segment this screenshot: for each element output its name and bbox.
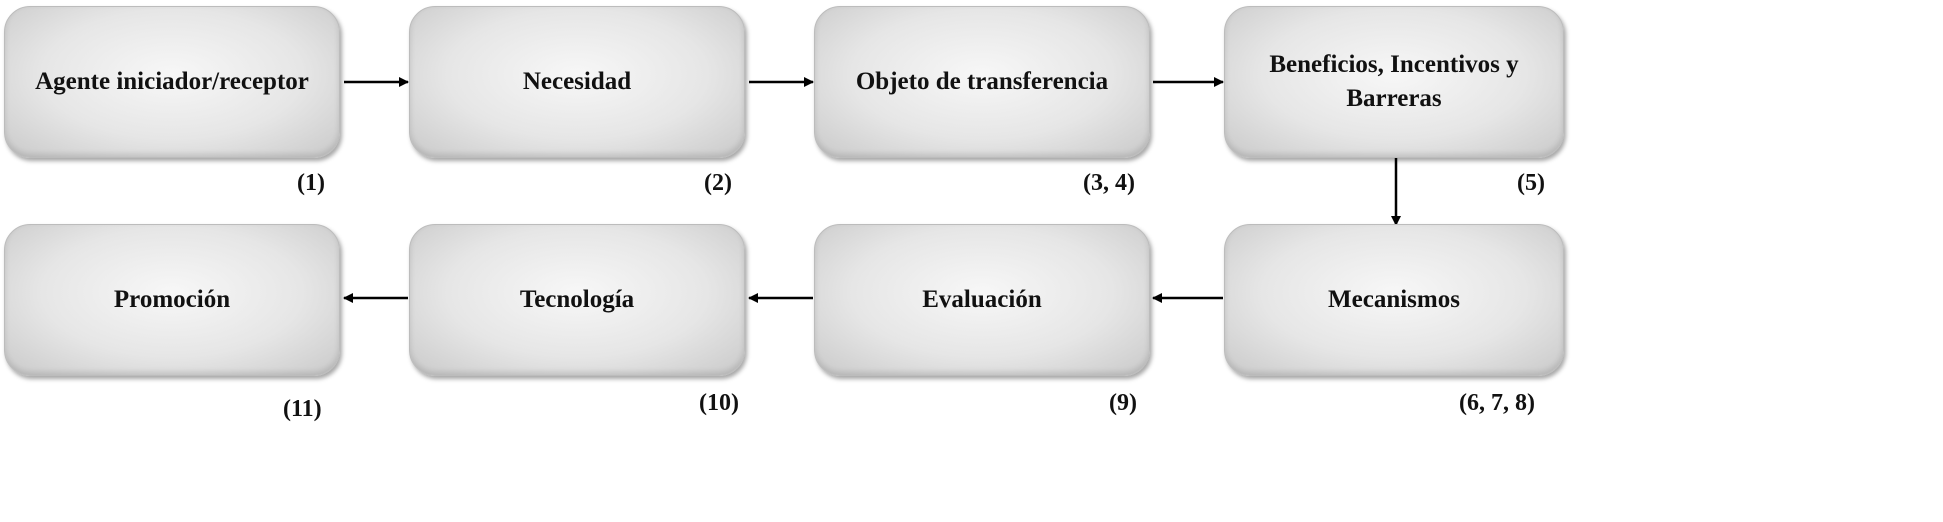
step-box-objeto: Objeto de transferencia (814, 6, 1150, 158)
step-ref: (2) (704, 170, 732, 196)
step-ref: (5) (1517, 170, 1545, 196)
step-box-evaluacion: Evaluación (814, 224, 1150, 376)
step-ref: (3, 4) (1083, 170, 1135, 196)
step-ref: (10) (699, 390, 739, 416)
step-label: Agente iniciador/receptor (35, 68, 309, 96)
step-ref: (6, 7, 8) (1459, 390, 1535, 416)
step-ref: (9) (1109, 390, 1137, 416)
step-box-beneficios: Beneficios, Incentivos y Barreras (1224, 6, 1564, 158)
step-label: Mecanismos (1328, 286, 1460, 314)
step-label: Promoción (113, 286, 231, 314)
step-box-tecnologia: Tecnología (409, 224, 745, 376)
step-label: Necesidad (522, 68, 632, 96)
step-label: Tecnología (519, 286, 635, 314)
step-label: Objeto de transferencia (855, 68, 1109, 96)
step-label: Evaluación (922, 286, 1042, 314)
step-box-necesidad: Necesidad (409, 6, 745, 158)
step-box-promocion: Promoción (4, 224, 340, 376)
step-ref: (11) (283, 396, 322, 422)
step-box-mecanismos: Mecanismos (1224, 224, 1564, 376)
step-label: Beneficios, Incentivos y Barreras (1269, 51, 1519, 112)
step-box-agente: Agente iniciador/receptor (4, 6, 340, 158)
step-ref: (1) (297, 170, 325, 196)
